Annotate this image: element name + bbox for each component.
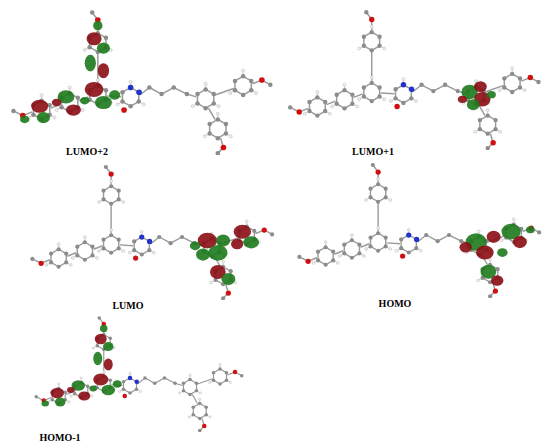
- orbital-label: LUMO+2: [66, 146, 108, 157]
- orbital-lobe: [93, 374, 108, 386]
- orbital-lobe: [208, 245, 227, 261]
- orbital-lobe: [113, 380, 122, 388]
- orbital-lobe: [31, 100, 48, 113]
- orbital-lobe: [97, 43, 110, 54]
- orbital-lobe: [93, 21, 102, 30]
- orbital-lobe: [52, 99, 61, 107]
- orbital-lobe: [487, 231, 501, 243]
- orbital-lobe: [85, 55, 96, 72]
- orbital-lobe: [98, 63, 109, 78]
- orbital-lobe: [458, 96, 467, 103]
- orbital-lobe: [102, 385, 116, 396]
- orbital-lobe: [497, 248, 508, 257]
- orbital-lobe: [20, 116, 29, 124]
- lumo1-plot: [288, 10, 541, 150]
- orbital-lobe: [491, 275, 503, 286]
- orbital-lobe: [221, 273, 235, 285]
- orbital-lobe: [42, 401, 50, 407]
- orbital-lobe: [103, 342, 114, 351]
- orbital-label: LUMO: [112, 300, 143, 311]
- orbital-lobe: [231, 239, 243, 250]
- orbital-lobe: [526, 226, 535, 233]
- orbital-label: HOMO-1: [39, 432, 80, 443]
- orbital-lobe: [55, 398, 66, 407]
- orbital-label: LUMO+1: [352, 146, 394, 157]
- orbital-lobe: [95, 96, 112, 109]
- orbital-lobe: [78, 392, 90, 401]
- orbital-lobe: [100, 325, 108, 333]
- homo-plot: [297, 163, 541, 298]
- orbital-lobe: [104, 359, 113, 371]
- orbital-lobe: [460, 242, 472, 253]
- orbital-lobe: [93, 352, 102, 366]
- orbital-lobe: [109, 90, 120, 99]
- orbital-label: HOMO: [379, 298, 412, 309]
- orbital-lobe: [85, 82, 104, 97]
- orbital-lobe: [67, 387, 75, 393]
- orbital-lobe: [90, 386, 98, 392]
- orbital-lobe: [196, 248, 210, 260]
- orbital-lobe: [487, 91, 496, 98]
- orbital-lobe: [513, 236, 527, 248]
- orbital-lobe: [37, 112, 50, 123]
- lumo2-plot: [11, 10, 272, 155]
- homo1-plot: [34, 316, 243, 432]
- orbital-lobe: [87, 32, 102, 45]
- orbital-lobe: [476, 246, 494, 260]
- orbital-lobe: [95, 334, 107, 345]
- orbital-lobe: [66, 104, 81, 115]
- orbital-lobe: [474, 81, 487, 92]
- orbital-lobe: [467, 99, 480, 110]
- orbital-lobe: [51, 388, 65, 399]
- orbital-lobe: [80, 97, 89, 105]
- orbital-lobe: [243, 236, 259, 248]
- orbital-lobe: [190, 241, 201, 250]
- orbital-lobe: [216, 234, 230, 246]
- lumo-plot: [30, 165, 274, 300]
